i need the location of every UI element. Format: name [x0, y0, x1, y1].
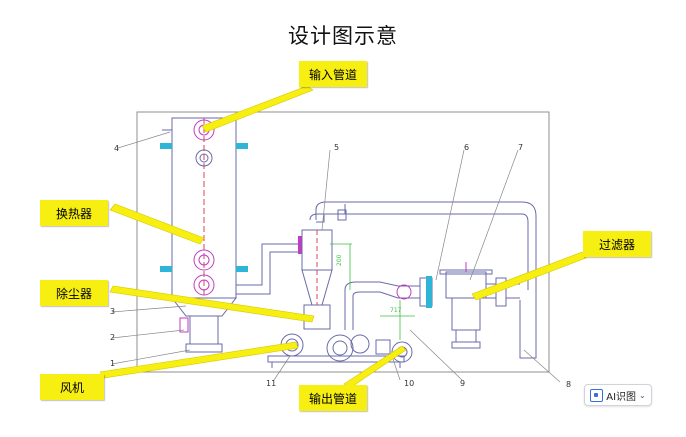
return-pipe	[315, 201, 537, 290]
callout-filter: 过滤器	[583, 231, 651, 257]
part-number-7: 7	[518, 143, 523, 152]
pointer-inlet	[201, 85, 314, 133]
part-number-2: 2	[110, 333, 115, 342]
dim-label-1: 200	[336, 254, 343, 266]
fan-blowers	[267, 333, 413, 368]
part-number-9: 9	[460, 379, 465, 388]
pipe-flange	[298, 236, 302, 254]
ai-recognize-button[interactable]: AI识图 ⌄	[584, 384, 652, 406]
part-number-3: 3	[110, 307, 115, 316]
scan-icon	[590, 388, 604, 402]
callout-exchanger: 换热器	[40, 200, 108, 226]
part-number-6: 6	[464, 143, 469, 152]
pointer-filter	[471, 251, 587, 301]
heat-exchanger	[162, 117, 238, 353]
flange-bars	[160, 143, 248, 272]
ai-recognize-label: AI识图	[606, 391, 637, 403]
part-number-10: 10	[404, 379, 414, 388]
callout-pointers	[99, 85, 587, 389]
callout-inlet: 输入管道	[299, 61, 367, 87]
part-number-8: 8	[566, 380, 571, 389]
part-number-5: 5	[334, 143, 339, 152]
filter-housing	[439, 262, 520, 349]
part-number-1: 1	[110, 359, 115, 368]
drawing-frame	[136, 111, 550, 373]
pointer-exchanger	[109, 203, 205, 245]
callout-dust: 除尘器	[40, 280, 108, 306]
callout-fan: 风机	[40, 374, 104, 400]
transfer-pipe	[236, 243, 300, 286]
leader-lines	[111, 131, 561, 383]
dim-label-2: 717	[390, 307, 402, 314]
page-title: 设计图示意	[288, 24, 398, 48]
chevron-down-icon: ⌄	[639, 390, 646, 400]
part-number-4: 4	[114, 144, 119, 153]
pointer-outlet	[343, 345, 407, 389]
part-number-11: 11	[266, 379, 276, 388]
callout-outlet: 输出管道	[299, 385, 367, 411]
pointer-dust	[109, 285, 315, 323]
outlet-duct	[344, 276, 433, 330]
